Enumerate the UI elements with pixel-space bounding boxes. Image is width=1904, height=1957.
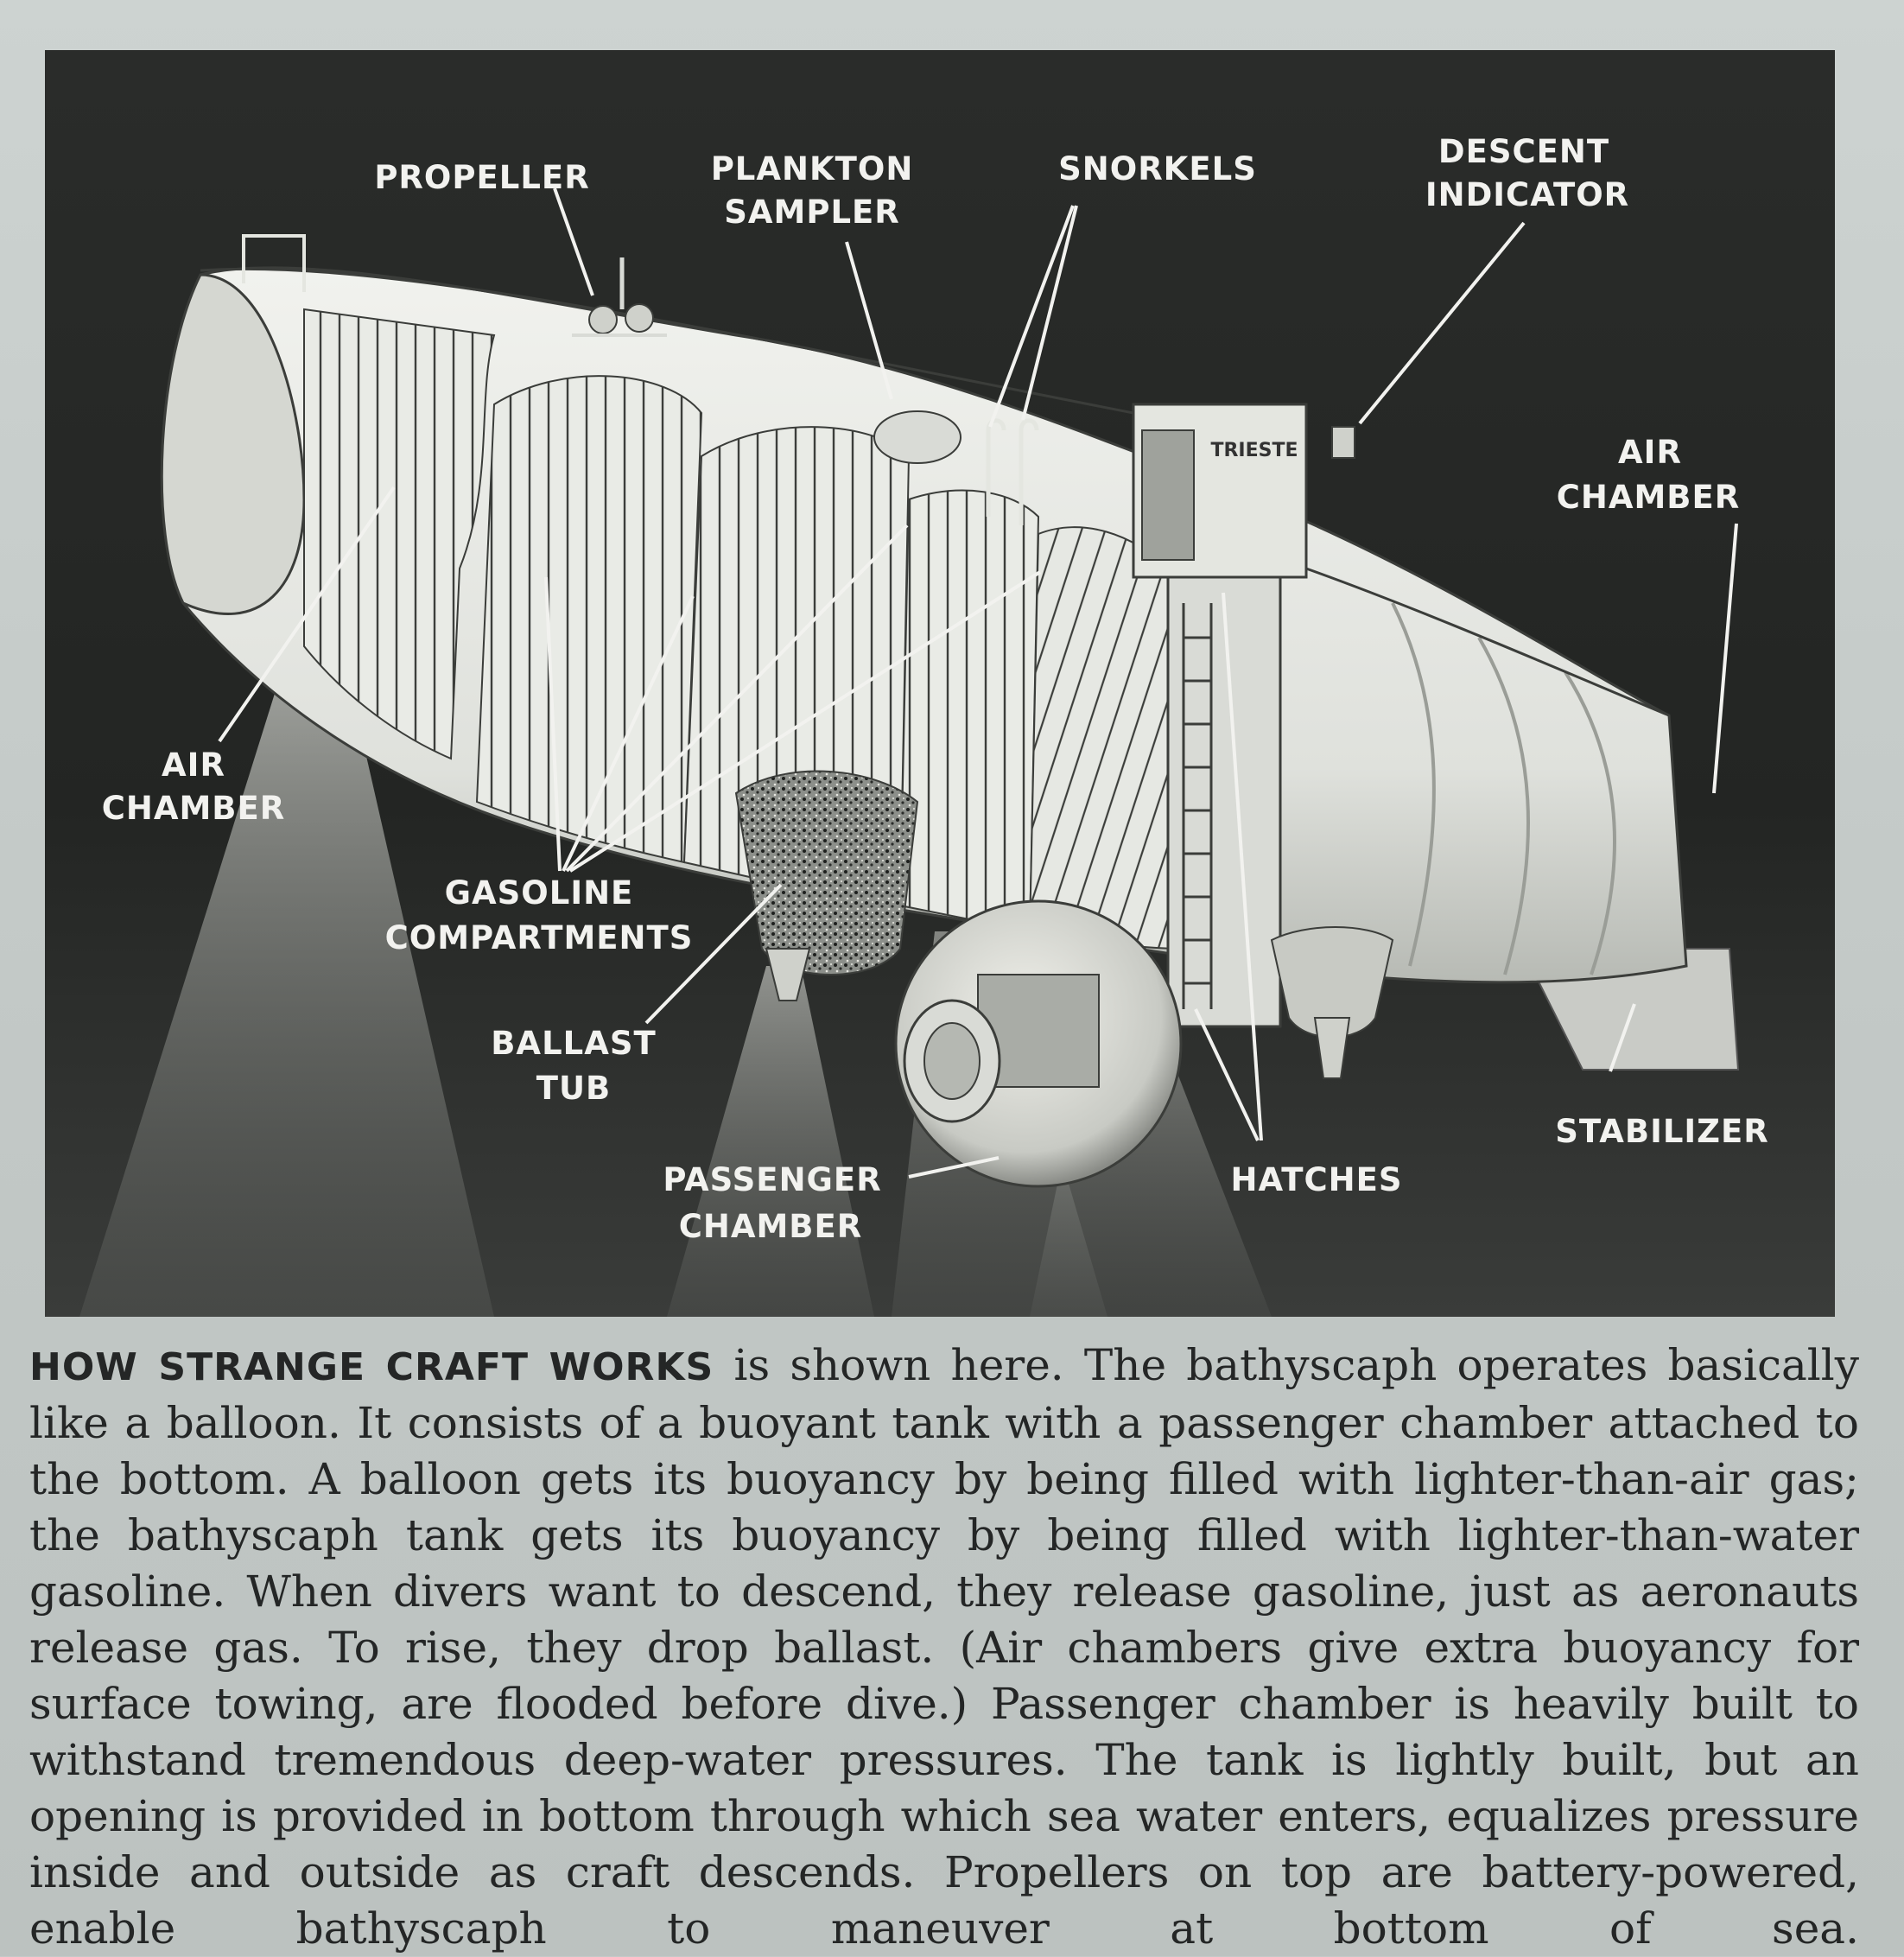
label-gasoline-line1: GASOLINE bbox=[445, 874, 634, 912]
label-hatches: HATCHES bbox=[1230, 1161, 1402, 1198]
label-passenger-line2: CHAMBER bbox=[679, 1208, 863, 1245]
label-air-chamber-right-line1: AIR bbox=[1618, 434, 1682, 471]
label-gasoline-line2: COMPARTMENTS bbox=[385, 919, 694, 956]
label-ballast-line1: BALLAST bbox=[491, 1025, 657, 1062]
plankton-sampler bbox=[873, 410, 962, 464]
propeller-assembly bbox=[572, 257, 667, 337]
ballast-tub-left bbox=[734, 770, 919, 975]
descent-indicator bbox=[1331, 426, 1355, 459]
ballast-tub-right bbox=[1270, 926, 1394, 1039]
label-air-chamber-right-line2: CHAMBER bbox=[1557, 479, 1741, 516]
entrance-shaft bbox=[1166, 575, 1282, 1028]
label-plankton-line2: SAMPLER bbox=[724, 194, 900, 231]
label-plankton-line1: PLANKTON bbox=[711, 150, 914, 187]
light-beam-left bbox=[79, 627, 494, 1317]
light-beam-center bbox=[667, 966, 874, 1317]
label-passenger-line1: PASSENGER bbox=[663, 1161, 881, 1198]
entry-hatch-inner bbox=[923, 1022, 981, 1100]
caption-lead: HOW STRANGE CRAFT WORKS bbox=[29, 1345, 714, 1389]
label-descent-line1: DESCENT bbox=[1438, 133, 1609, 170]
label-snorkels: SNORKELS bbox=[1058, 150, 1257, 187]
label-descent-line2: INDICATOR bbox=[1425, 176, 1629, 213]
label-air-chamber-left-line2: CHAMBER bbox=[102, 790, 286, 827]
tower-window bbox=[1141, 429, 1195, 561]
gasoline-compartment-2 bbox=[475, 375, 703, 864]
bow-railing bbox=[242, 234, 306, 292]
left-air-chamber bbox=[160, 273, 306, 615]
hull-marking: TRIESTE bbox=[1210, 440, 1298, 461]
gasoline-compartment-4 bbox=[898, 489, 1040, 933]
gasoline-compartment-5 bbox=[1028, 526, 1187, 950]
bathyscaph-diagram: TRIESTE bbox=[45, 50, 1835, 1317]
deck-rail-rear bbox=[1305, 567, 1670, 717]
leader-lines bbox=[218, 187, 1738, 1179]
ballast-tub-nozzle bbox=[765, 948, 811, 1001]
figure-caption: HOW STRANGE CRAFT WORKS is shown here. T… bbox=[29, 1337, 1859, 1957]
caption-body: is shown here. The bathyscaph operates b… bbox=[29, 1340, 1859, 1954]
label-air-chamber-left-line1: AIR bbox=[162, 747, 225, 784]
bathyscaph-illustration: TRIESTE bbox=[45, 50, 1835, 1317]
ladder bbox=[1182, 603, 1213, 1009]
label-ballast-line2: TUB bbox=[536, 1070, 612, 1107]
deck-rail-front bbox=[200, 267, 1134, 415]
ballast-tub-right-nozzle bbox=[1313, 1017, 1351, 1079]
label-stabilizer: STABILIZER bbox=[1555, 1113, 1769, 1150]
gasoline-compartment-1 bbox=[303, 308, 496, 760]
label-propeller: PROPELLER bbox=[374, 159, 589, 196]
snorkels bbox=[986, 418, 1039, 525]
rear-tank-ridges bbox=[1391, 602, 1616, 975]
